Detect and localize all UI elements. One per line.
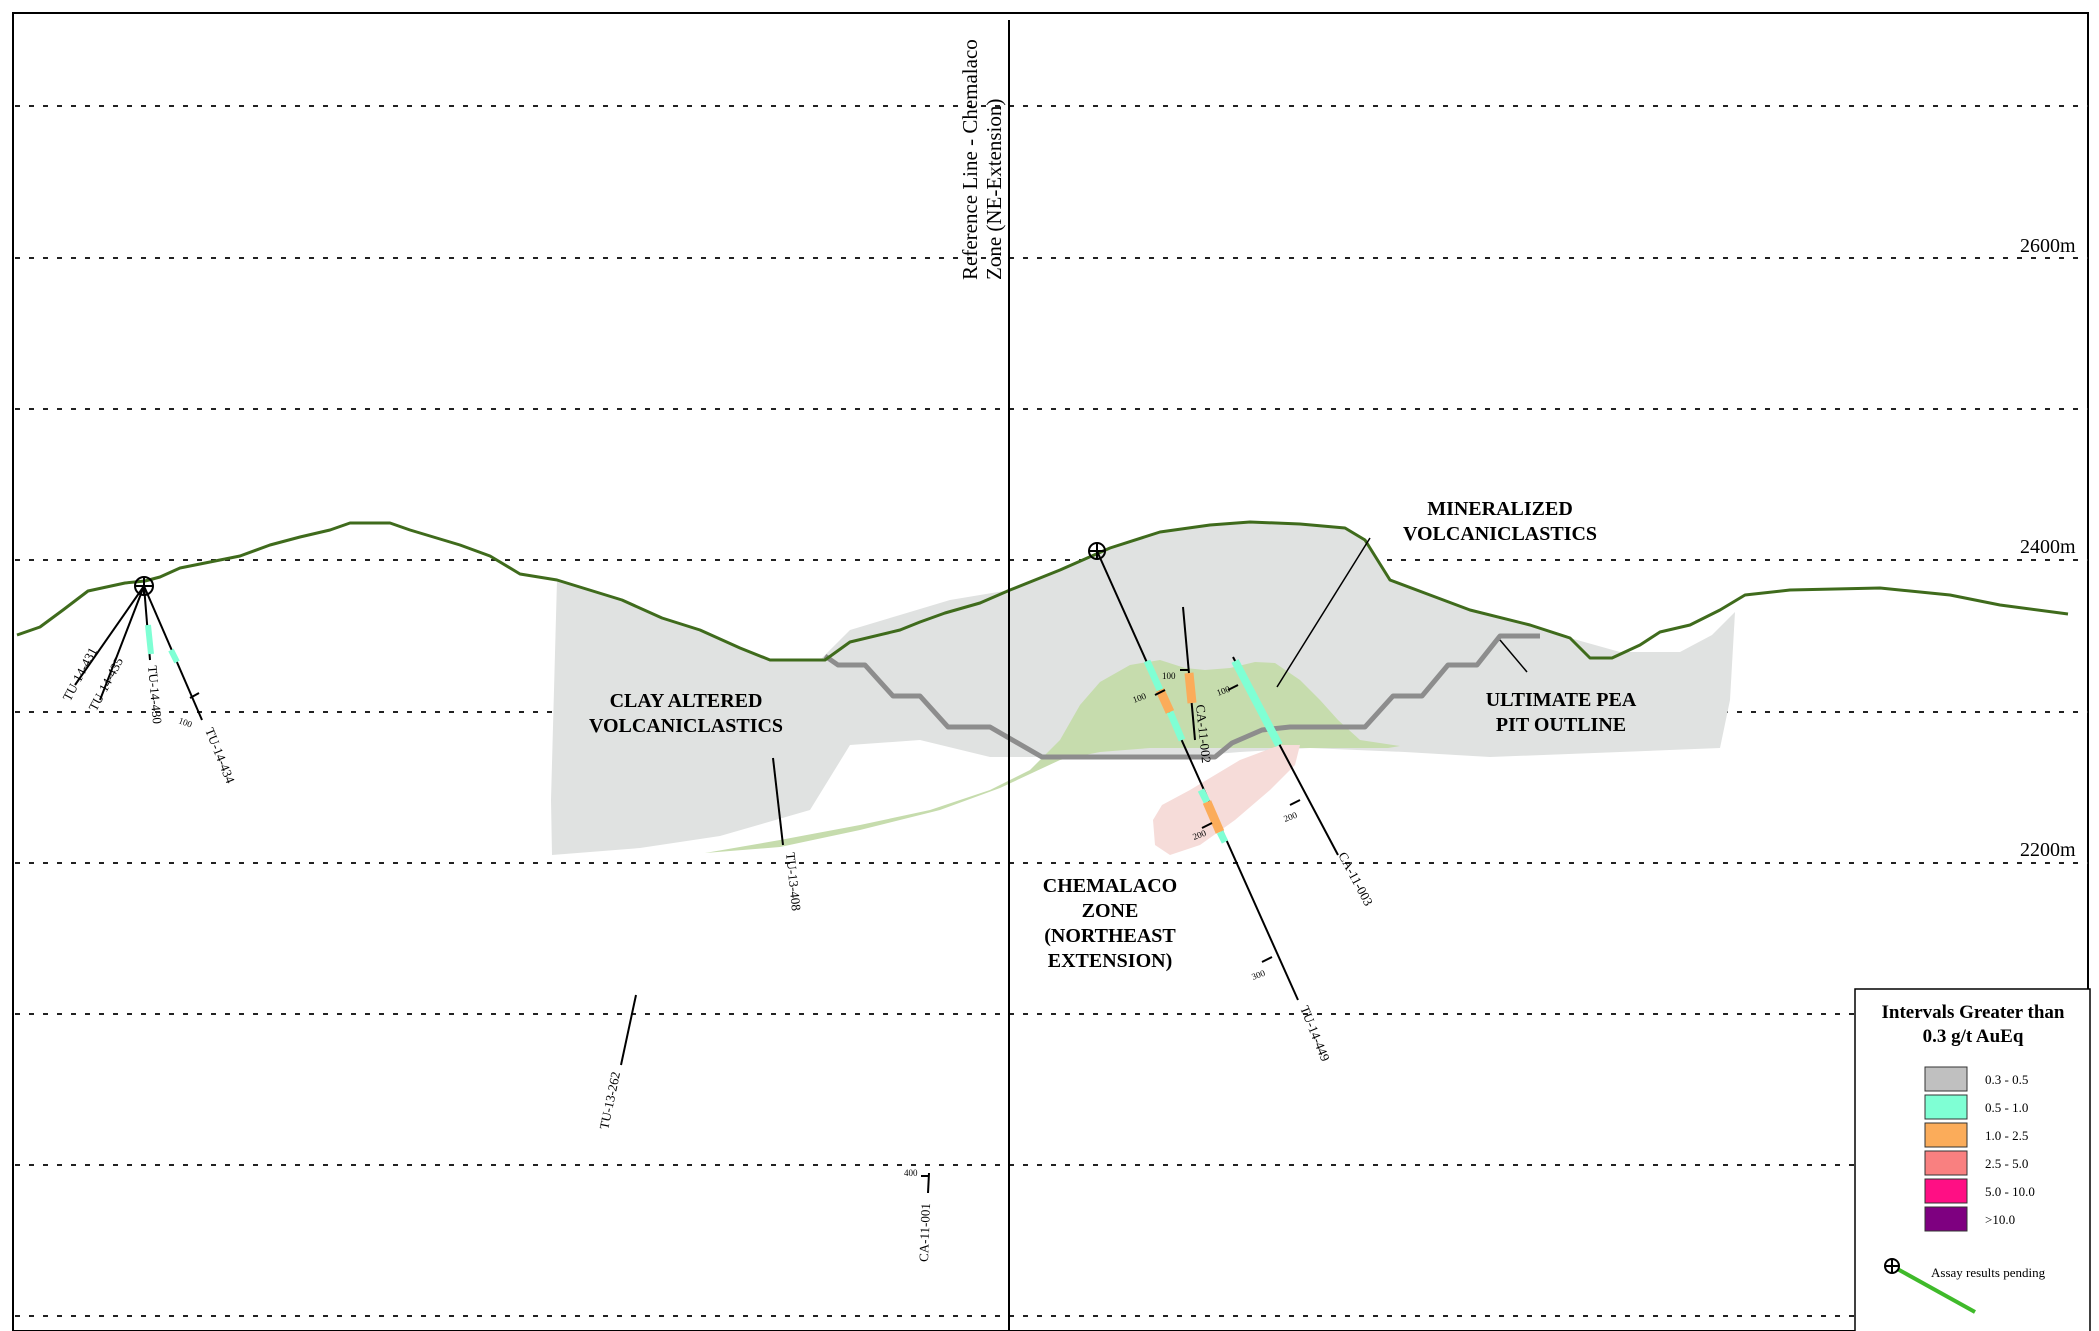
chemalaco-label: CHEMALACO ZONE (NORTHEAST EXTENSION) (1043, 875, 1177, 972)
legend-label: 0.5 - 1.0 (1985, 1100, 2028, 1115)
drillhole-label-ca-11-001: CA-11-001 (916, 1203, 933, 1262)
clay-altered-label-line-2: VOLCANICLASTICS (589, 715, 783, 737)
drillhole-label-tu-14-449: TU-14-449 (1297, 1004, 1333, 1064)
legend-label: 2.5 - 5.0 (1985, 1156, 2028, 1171)
depth-tick (1289, 799, 1301, 806)
legend-swatch (1924, 1150, 1968, 1176)
pending-collar-icon (1884, 1258, 1900, 1274)
drillhole-label-tu-13-408: TU-13-408 (783, 852, 804, 912)
clay-altered-label: CLAY ALTERED VOLCANICLASTICS (589, 690, 783, 737)
interval-0-5-1-0 (1197, 788, 1211, 804)
interval-1-0-2-5 (1155, 688, 1175, 714)
depth-label-300: 300 (1250, 968, 1267, 982)
legend-box (1854, 988, 2091, 1331)
drillhole-label-ca-11-003: CA-11-003 (1335, 849, 1376, 908)
interval-0-5-1-0 (1231, 659, 1283, 747)
interval-0-5-1-0 (145, 624, 154, 655)
pit-outline-label: ULTIMATE PEA PIT OUTLINE (1486, 689, 1637, 736)
elevation-label-2200: 2200m (2020, 839, 2076, 861)
elevation-label-2600: 2600m (2020, 235, 2076, 257)
reference-line-label-1: Reference Line - Chemalaco (958, 39, 982, 280)
legend-swatch (1924, 1178, 1968, 1204)
drillhole-trace (74, 585, 145, 686)
pit-leader-line (1499, 639, 1528, 673)
pending-legend-symbol (1884, 1258, 1976, 1314)
drillhole-label-tu-14-430: TU-14-430 (145, 665, 165, 725)
legend-title-line-2: 0.3 g/t AuEq (1923, 1026, 2024, 1047)
pending-legend-label: Assay results pending (1931, 1265, 2046, 1280)
depth-label-200: 200 (1282, 810, 1299, 824)
drillhole-trace (99, 585, 145, 701)
chemalaco-label-line-3: (NORTHEAST (1044, 925, 1176, 947)
drillhole-trace (1096, 550, 1299, 1001)
legend-label: 0.3 - 0.5 (1985, 1072, 2028, 1087)
drillhole-label-tu-13-262: TU-13-262 (596, 1070, 623, 1130)
interval-0-5-1-0 (1166, 710, 1186, 742)
depth-tick (1154, 689, 1166, 696)
legend-title-line-1: Intervals Greater than (1882, 1002, 2065, 1023)
pit-outline-label-line-1: ULTIMATE PEA (1486, 689, 1637, 711)
mineralized-label-line-2: VOLCANICLASTICS (1403, 523, 1597, 545)
pit-outline (823, 633, 1540, 760)
map-frame (12, 12, 2089, 1331)
depth-tick (189, 692, 200, 699)
mineralized-leader-line (1276, 537, 1371, 688)
clay-altered-label-line-1: CLAY ALTERED (610, 690, 763, 712)
pending-hole-line (1891, 1264, 1976, 1314)
depth-label-400: 400 (904, 1168, 918, 1178)
drillhole-trace (772, 757, 784, 846)
interval-0-5-1-0 (1143, 659, 1164, 692)
legend-swatch (1924, 1122, 1968, 1148)
depth-tick (1227, 684, 1239, 691)
chemalaco-label-line-4: EXTENSION) (1048, 950, 1172, 972)
depth-label-200: 200 (1191, 828, 1208, 842)
topography-line (16, 520, 2069, 662)
depth-label-100: 100 (1162, 671, 1176, 681)
legend-swatch (1924, 1066, 1968, 1092)
mineralized-label-line-1: MINERALIZED (1427, 498, 1573, 520)
chemalaco-label-line-1: CHEMALACO (1043, 875, 1177, 897)
legend-label: 5.0 - 10.0 (1985, 1184, 2035, 1199)
legend: Intervals Greater than 0.3 g/t AuEq 0.3 … (1854, 988, 2091, 1331)
pit-outline-label-line-2: PIT OUTLINE (1496, 714, 1626, 736)
depth-label-100: 100 (177, 715, 194, 729)
chemalaco-zone (1153, 745, 1300, 855)
interval-1-0-2-5 (1184, 672, 1197, 704)
depth-tick (1201, 822, 1213, 829)
interval-1-0-2-5 (1202, 800, 1225, 834)
mineralized-label: MINERALIZED VOLCANICLASTICS (1403, 498, 1597, 545)
legend-items: 0.3 - 0.5 0.5 - 1.0 1.0 - 2.5 2.5 - 5.0 5.0 … (1924, 1066, 2035, 1232)
interval-0-5-1-0 (168, 648, 180, 664)
chemalaco-label-line-2: ZONE (1082, 900, 1139, 922)
legend-swatch (1924, 1094, 1968, 1120)
legend-label: 1.0 - 2.5 (1985, 1128, 2028, 1143)
legend-swatch (1924, 1206, 1968, 1232)
drillhole-label-ca-11-002: CA-11-002 (1193, 704, 1214, 764)
legend-label: >10.0 (1985, 1212, 2015, 1227)
depth-tick (1261, 956, 1273, 963)
reference-line-label-2: Zone (NE-Extension) (982, 99, 1006, 280)
elevation-label-2400: 2400m (2020, 536, 2076, 558)
drillhole-trace (620, 994, 637, 1066)
depth-label-100: 100 (1131, 691, 1148, 705)
pending-collar-symbol (1088, 542, 1106, 560)
interval-0-5-1-0 (1216, 830, 1229, 844)
collar-symbol (134, 576, 154, 596)
drillhole-label-tu-14-434: TU-14-434 (202, 726, 238, 786)
depth-label-100: 100 (1215, 684, 1232, 698)
